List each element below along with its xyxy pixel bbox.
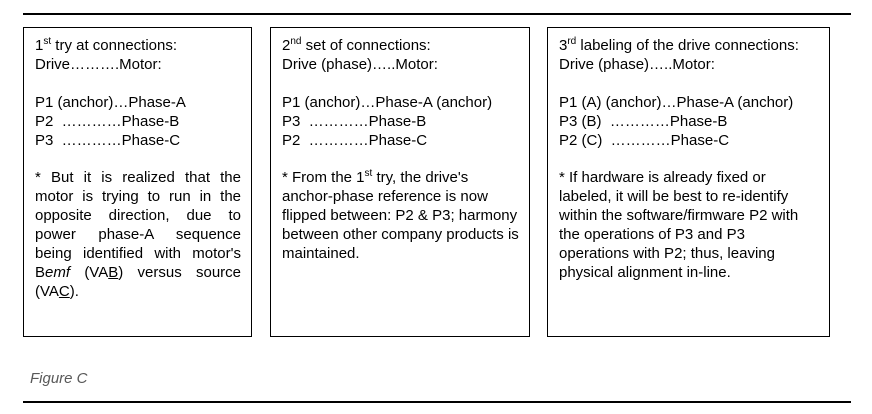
heading-text: try at connections: [51, 37, 178, 54]
mapping-row: P1 (A) (anchor)…Phase-A (anchor) [559, 94, 794, 111]
bottom-rule [23, 401, 851, 403]
connection-box-1: 1st try at connections: Drive……….Motor: … [23, 27, 252, 337]
box-heading: 1st try at connections: [35, 36, 241, 55]
heading-number: 1 [35, 37, 44, 54]
connection-box-3: 3rd labeling of the drive connections: D… [547, 27, 830, 337]
note-ordinal: st [364, 168, 373, 179]
mapping-row: P1 (anchor)…Phase-A (anchor) [282, 94, 493, 111]
heading-text: labeling of the drive connections: [576, 37, 799, 54]
heading-text: set of connections: [301, 37, 431, 54]
figure-caption: Figure C [30, 370, 88, 387]
connection-box-2: 2nd set of connections: Drive (phase)…..… [270, 27, 530, 337]
box-subheading: Drive (phase)…..Motor: [282, 56, 438, 73]
box-note: * If hardware is already fixed or labele… [559, 169, 799, 281]
note-text: * From the 1 [282, 169, 365, 186]
box-subheading: Drive (phase)…..Motor: [559, 56, 715, 73]
note-text: try, the drive's anchor-phase reference … [282, 169, 519, 262]
spacer [282, 74, 519, 93]
box-note: * But it is realized that the motor is t… [35, 169, 241, 300]
spacer [559, 150, 819, 168]
box-subheading: Drive……….Motor: [35, 56, 162, 73]
heading-ordinal: nd [290, 36, 302, 47]
spacer [282, 150, 519, 168]
mapping-row: P2 (C) …………Phase-C [559, 132, 730, 149]
top-rule [23, 13, 851, 15]
mapping-row: P3 …………Phase-C [35, 132, 181, 149]
heading-ordinal: rd [567, 36, 577, 47]
heading-number: 2 [282, 37, 291, 54]
spacer [35, 150, 241, 168]
spacer [35, 74, 241, 93]
box-heading: 2nd set of connections: [282, 36, 519, 55]
heading-ordinal: st [43, 36, 52, 47]
mapping-row: P1 (anchor)…Phase-A [35, 94, 186, 111]
mapping-row: P3 (B) …………Phase-B [559, 113, 728, 130]
mapping-row: P2 …………Phase-C [282, 132, 428, 149]
mapping-row: P3 …………Phase-B [282, 113, 427, 130]
box-note: * From the 1st try, the drive's anchor-p… [282, 168, 519, 263]
mapping-row: P2 …………Phase-B [35, 113, 180, 130]
box-heading: 3rd labeling of the drive connections: [559, 36, 819, 55]
heading-number: 3 [559, 37, 568, 54]
spacer [559, 74, 819, 93]
